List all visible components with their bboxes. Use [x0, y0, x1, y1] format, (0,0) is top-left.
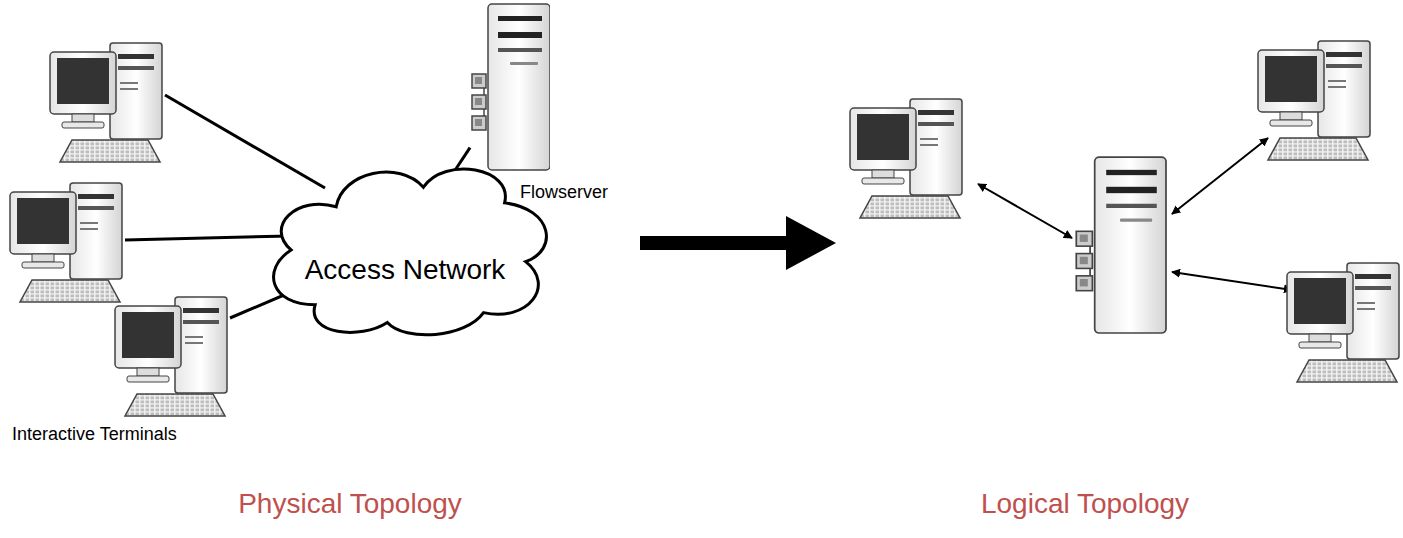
cloud-shape — [273, 169, 546, 335]
terminal-icon — [10, 183, 122, 302]
transition-arrow — [640, 216, 836, 270]
server-icon — [1076, 157, 1166, 333]
network-label: Access Network — [305, 254, 506, 286]
terminal-icon — [1258, 41, 1370, 160]
server-node: Flowserver — [470, 2, 550, 172]
section-title: Physical Topology — [238, 488, 462, 520]
network-cloud: Access Network — [255, 148, 556, 344]
cloud-outline — [255, 148, 556, 344]
terminal-icon — [850, 99, 962, 218]
terminal-icon — [1287, 263, 1399, 382]
terminal-icon — [50, 43, 162, 162]
server-label: Flowserver — [520, 182, 608, 203]
section-title: Logical Topology — [981, 488, 1189, 520]
terminal-icon — [115, 297, 227, 416]
server-icon — [470, 2, 550, 172]
group-label: Interactive Terminals — [12, 424, 177, 445]
